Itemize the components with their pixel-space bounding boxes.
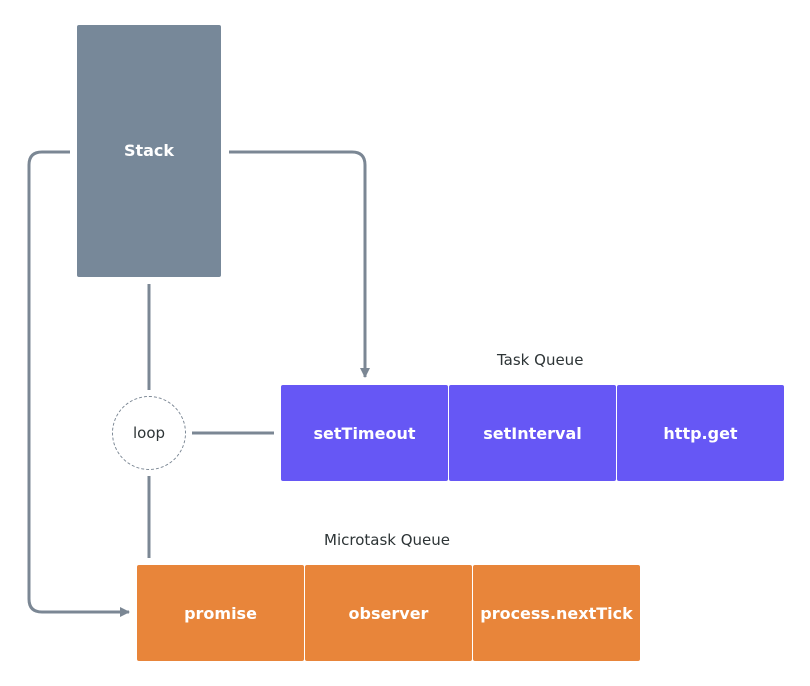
- microtask-item-label: process.nextTick: [480, 603, 633, 623]
- stack-label: Stack: [123, 141, 175, 160]
- task-item-http-get: http.get: [617, 385, 784, 481]
- task-queue-title: Task Queue: [497, 351, 584, 369]
- task-item-label: http.get: [663, 423, 738, 443]
- microtask-item-process-nexttick: process.nextTick: [473, 565, 640, 661]
- microtask-item-promise: promise: [137, 565, 304, 661]
- microtask-item-observer: observer: [305, 565, 472, 661]
- task-item-label: setInterval: [483, 423, 582, 443]
- task-item-label: setTimeout: [313, 423, 416, 443]
- microtask-item-label: promise: [184, 603, 257, 623]
- microtask-item-label: observer: [348, 603, 429, 623]
- microtask-queue-title: Microtask Queue: [324, 531, 450, 549]
- stack-to-task-arrow: [229, 150, 370, 378]
- loop-node: loop: [112, 396, 186, 470]
- stack-box: Stack: [77, 25, 221, 277]
- loop-label: loop: [132, 424, 166, 442]
- task-item-settimeout: setTimeout: [281, 385, 448, 481]
- task-item-setinterval: setInterval: [449, 385, 616, 481]
- stack-to-microtask-arrow: [27, 150, 130, 617]
